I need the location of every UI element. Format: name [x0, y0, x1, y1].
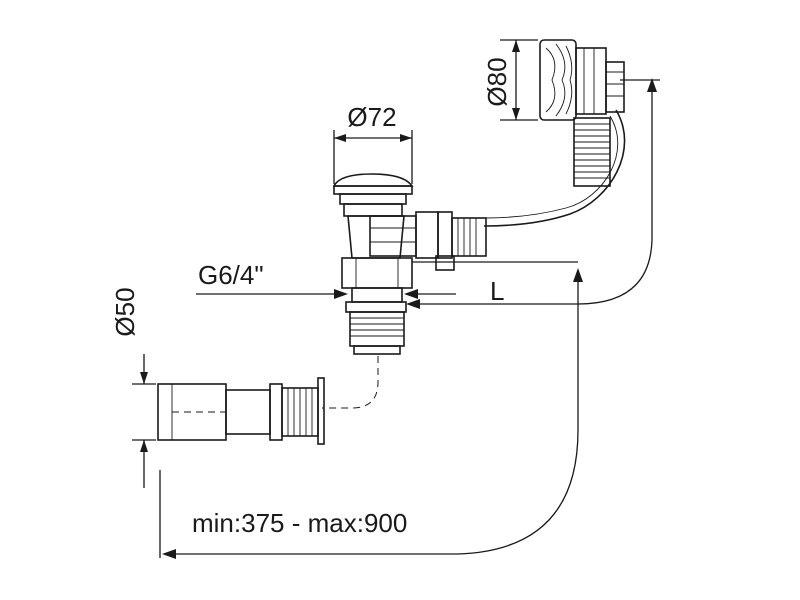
dimension-d80 — [500, 39, 538, 121]
label-length: L — [490, 276, 504, 306]
label-d72: Ø72 — [347, 102, 396, 132]
label-d50: Ø50 — [110, 287, 140, 336]
dimension-range — [159, 268, 583, 559]
label-range: min:375 - max:900 — [192, 508, 407, 538]
outlet-pipe — [157, 377, 325, 445]
dimension-thread — [196, 289, 456, 299]
overflow-head — [483, 39, 626, 227]
waste-plug-assembly — [322, 173, 487, 409]
dimension-d50 — [132, 354, 156, 488]
label-d80: Ø80 — [482, 57, 512, 106]
label-thread: G6/4" — [198, 260, 264, 290]
dimension-length — [406, 78, 660, 309]
dimension-d72 — [333, 130, 413, 184]
